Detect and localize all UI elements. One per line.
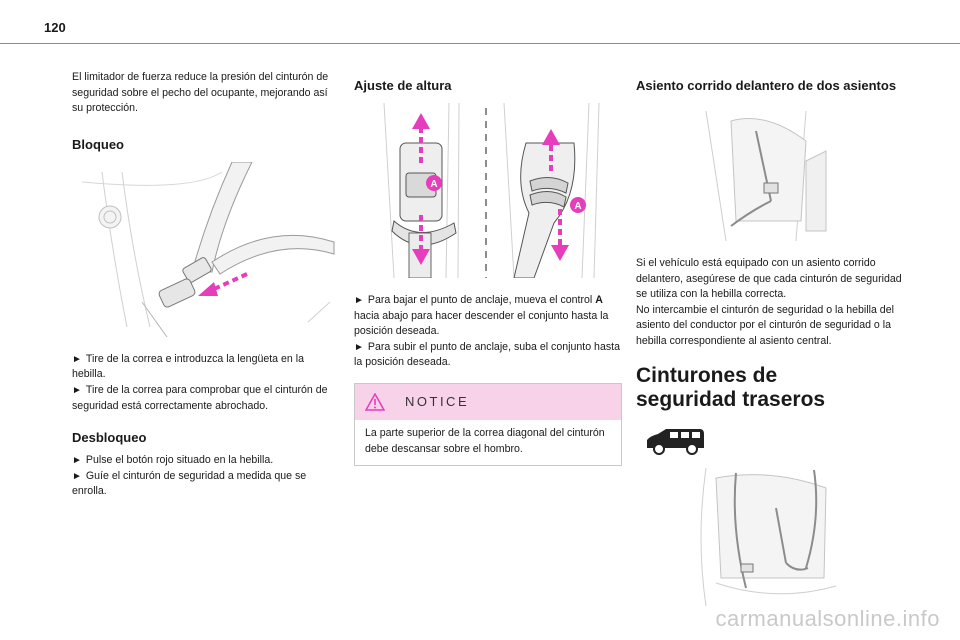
column-left: El limitador de fuerza reduce la presión… [72, 70, 340, 500]
ajuste-step-pre: Para subir el punto de anclaje, suba el … [354, 340, 620, 369]
front-bench-illustration [705, 110, 827, 242]
notice-header: NOTICE [355, 383, 621, 420]
bloqueo-step: ►Tire de la correa para comprobar que el… [72, 383, 340, 414]
bullet-arrow-icon: ► [354, 295, 364, 306]
ajuste-heading: Ajuste de altura [354, 78, 452, 93]
warning-triangle-icon [365, 392, 385, 411]
column-middle: Ajuste de altura A A ►Para bajar el punt… [354, 78, 622, 467]
page-number: 120 [44, 20, 66, 35]
bullet-arrow-icon: ► [72, 384, 82, 396]
bloqueo-step: ►Tire de la correa e introduzca la lengü… [72, 352, 340, 383]
buckle-illustration [81, 161, 335, 338]
bloqueo-step-text: Tire de la correa para comprobar que el … [72, 383, 328, 412]
bullet-arrow-icon: ► [72, 470, 82, 482]
height-adjust-illustration: A A [383, 102, 600, 279]
rear-belts-illustration [700, 467, 837, 606]
bloqueo-heading: Bloqueo [72, 136, 124, 152]
marker-a: A [430, 179, 437, 190]
desbloqueo-step: ►Pulse el botón rojo situado en la hebil… [72, 453, 340, 469]
rear-belts-heading: Cinturones de seguridad traseros [636, 363, 826, 411]
bullet-arrow-icon: ► [354, 341, 364, 353]
bloqueo-step-text: Tire de la correa e introduzca la lengüe… [72, 352, 304, 381]
asiento-heading: Asiento corrido delantero de dos asiento… [636, 78, 897, 93]
bullet-arrow-icon: ► [72, 455, 82, 467]
bullet-arrow-icon: ► [72, 353, 82, 365]
ajuste-step-pre: Para bajar el punto de anclaje, mueva el… [367, 294, 596, 306]
ajuste-step: ►Para subir el punto de anclaje, suba el… [354, 340, 622, 371]
desbloqueo-step-text: Pulse el botón rojo situado en la hebill… [85, 454, 274, 467]
van-icon [647, 428, 704, 455]
notice-box: NOTICE La parte superior de la correa di… [354, 382, 622, 467]
ajuste-step-post: hacia abajo para hacer descender el conj… [354, 309, 609, 338]
intro-text: El limitador de fuerza reduce la presión… [72, 71, 329, 115]
watermark: carmanualsonline.info [715, 606, 940, 631]
desbloqueo-steps: ►Pulse el botón rojo situado en la hebil… [72, 453, 340, 500]
asiento-para1: Si el vehículo está equipado con un asie… [636, 257, 902, 301]
desbloqueo-step-text: Guíe el cinturón de seguridad a medida q… [72, 469, 307, 498]
notice-title: NOTICE [405, 394, 470, 410]
desbloqueo-step: ►Guíe el cinturón de seguridad a medida … [72, 469, 340, 500]
bloqueo-steps: ►Tire de la correa e introduzca la lengü… [72, 352, 340, 414]
column-right: Asiento corrido delantero de dos asiento… [636, 78, 904, 611]
marker-a: A [574, 201, 581, 212]
ajuste-step-bold: A [595, 294, 603, 306]
ajuste-steps: ►Para bajar el punto de anclaje, mueva e… [354, 293, 622, 371]
asiento-para2: No intercambie el cinturón de seguridad … [636, 303, 894, 347]
header-rule [0, 43, 960, 44]
notice-text: La parte superior de la correa diagonal … [365, 426, 605, 455]
desbloqueo-heading: Desbloqueo [72, 430, 147, 446]
ajuste-step: ►Para bajar el punto de anclaje, mueva e… [354, 293, 622, 340]
